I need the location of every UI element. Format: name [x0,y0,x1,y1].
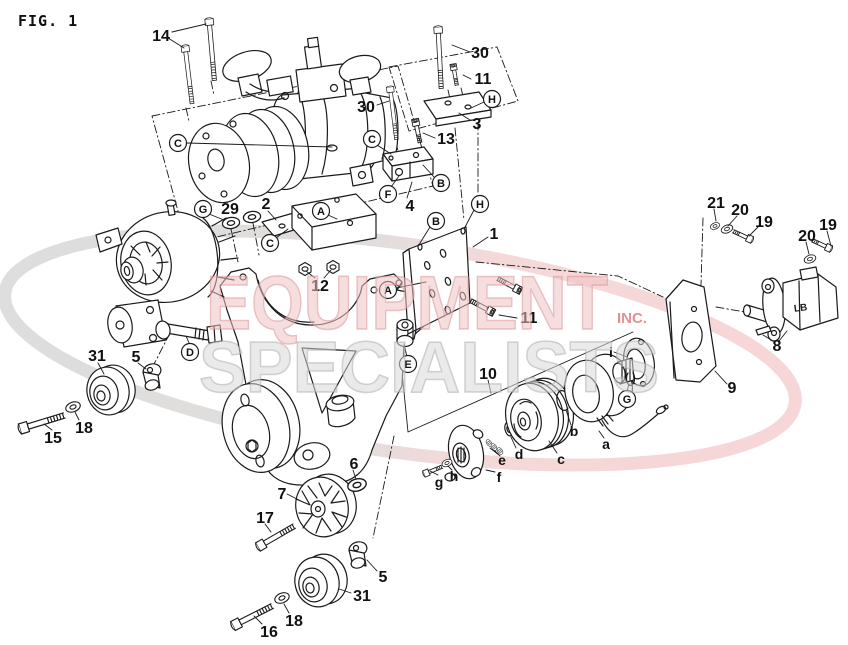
part-label-10: 10 [479,366,497,383]
callout-C-1: C [168,133,188,153]
item-letter-g: g [435,474,444,490]
watermark-inc: INC. [617,310,647,327]
part-label-1: 1 [490,226,499,243]
part-label-3: 3 [473,116,482,133]
clutch-assembly-10 [444,337,669,482]
svg-text:H: H [476,199,484,211]
svg-text:G: G [623,394,632,406]
part-label-6: 6 [350,456,359,473]
item-letter-e: e [498,452,506,468]
part-label-21: 21 [707,195,725,212]
svg-text:G: G [199,204,208,216]
part-label-8: 8 [773,338,782,355]
bracket-4 [382,146,434,182]
watermark: EQUIPMENT SPECIALISTS INC. [198,260,660,409]
svg-text:B: B [432,216,440,228]
part-label-20-a: 20 [731,202,749,219]
leader-lines [43,23,832,625]
part-label-4: 4 [406,198,415,215]
part-label-5-b: 5 [379,569,388,586]
part-label-11-b: 11 [521,310,538,327]
figure-title: FIG. 1 [18,12,78,30]
callout-G-1: G [193,199,213,219]
callout-B-1: B [431,173,451,193]
callout-circles: C G A C C B F H B H A D E G [168,89,637,409]
item-letter-a: a [602,436,610,452]
part-label-14: 14 [152,28,170,45]
watermark-line2: SPECIALISTS [199,328,659,408]
pump-casting-mark: LB [793,302,808,315]
part-label-29: 29 [221,201,239,218]
part-label-30-b: 30 [357,99,375,116]
svg-text:D: D [186,347,194,359]
part-number-labels: FIG. 1 14 30 11 3 30 13 4 2 29 12 1 11 2… [18,12,837,641]
part-label-5-a: 5 [132,349,141,366]
part-label-7: 7 [278,486,287,503]
svg-text:H: H [488,94,496,106]
callout-H-2: H [470,194,490,214]
item-letter-b: b [570,423,579,439]
callout-C-3: C [362,129,382,149]
callout-C-2: C [260,233,280,253]
callout-A-1: A [311,201,331,221]
callout-B-2: B [426,211,446,231]
part-label-20-b: 20 [798,228,816,245]
part-label-16: 16 [260,624,278,641]
callout-G-2: G [617,389,637,409]
part-label-31-b: 31 [353,588,371,605]
oil-filler-neck [325,394,356,428]
svg-text:F: F [385,189,392,201]
part-label-19-a: 19 [755,214,773,231]
svg-text:A: A [317,206,325,218]
fan-pulley-7 [295,473,357,538]
top-plate-3 [423,91,492,127]
part-label-13: 13 [437,131,455,148]
item-letter-h: h [450,468,459,484]
hydraulic-pump [742,266,839,342]
part-label-15: 15 [44,430,62,447]
svg-text:E: E [404,359,411,371]
idler-pulley-31-bottom [294,541,368,608]
part-label-18-a: 18 [75,420,93,437]
svg-text:C: C [174,138,182,150]
alternator [95,199,239,304]
svg-text:A: A [384,285,392,297]
part-label-31-a: 31 [88,348,106,365]
watermark-swoosh [0,224,802,472]
item-letter-c: c [557,451,565,467]
part-label-18-b: 18 [285,613,303,630]
pump-bracket-9 [665,279,717,383]
belt-tensioner-assembly [107,299,223,348]
callout-D-1: D [180,342,200,362]
part-label-30-a: 30 [471,45,489,62]
svg-text:C: C [368,134,376,146]
part-label-2: 2 [262,196,271,213]
watermark-line1: EQUIPMENT [206,261,608,346]
washer-29-b [242,209,262,225]
part-label-11-a: 11 [475,71,492,88]
callout-H-1: H [482,89,502,109]
ac-compressor [187,36,399,204]
callout-E-1: E [398,354,418,374]
item-letter-d: d [515,446,524,462]
svg-text:C: C [266,238,274,250]
callout-A-2: A [378,280,398,300]
mounting-plate-1 [396,226,471,348]
item-letter-labels: a b c d e f g h i [435,344,613,490]
item-letter-i: i [609,344,613,360]
part-label-19-b: 19 [819,217,837,234]
part-label-12: 12 [311,278,329,295]
part-label-9: 9 [728,380,737,397]
part-label-17: 17 [256,510,274,527]
callout-F-1: F [378,184,398,204]
svg-text:B: B [437,178,445,190]
water-pump-pulley [221,379,301,473]
idler-pulley-31-left [86,363,162,416]
item-letter-f: f [497,469,502,485]
